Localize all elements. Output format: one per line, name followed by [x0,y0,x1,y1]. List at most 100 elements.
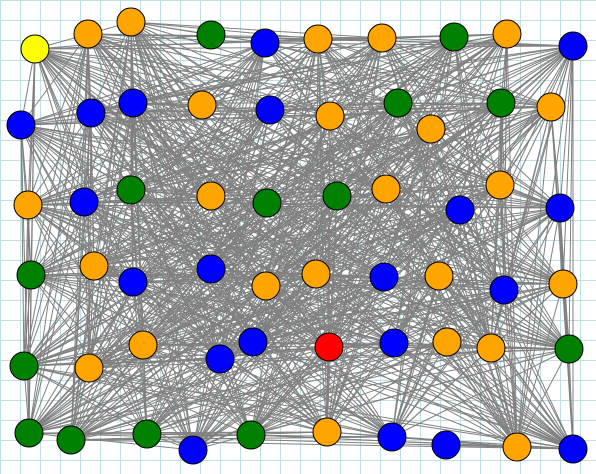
graph-edge [132,281,330,348]
graph-edge [250,348,570,436]
graph-edge [130,189,134,283]
graph-edge [27,204,30,434]
graph-edge [383,106,552,278]
graph-node-green[interactable] [56,425,86,455]
graph-edge [146,188,387,435]
graph-node-green[interactable] [16,260,46,290]
graph-node-orange[interactable] [251,271,281,301]
graph-node-green[interactable] [9,351,39,381]
graph-node-blue[interactable] [69,187,99,217]
graph-edge [490,347,518,448]
graph-edge [70,431,328,441]
graph-node-yellow[interactable] [20,34,50,64]
graph-node-blue[interactable] [6,110,36,140]
graph-edge [201,36,455,106]
graph-edge [70,342,395,441]
graph-edge [210,106,552,197]
graph-edge [30,268,212,276]
graph-edge [130,189,338,197]
graph-node-blue[interactable] [445,195,475,225]
graph-node-blue[interactable] [118,88,148,118]
graph-node-orange[interactable] [416,114,446,144]
graph-node-green[interactable] [383,88,413,118]
graph-edge [381,37,505,291]
graph-node-orange[interactable] [79,251,109,281]
graph-node-orange[interactable] [116,7,146,37]
graph-edge [516,106,552,448]
graph-node-orange[interactable] [424,261,454,291]
graph-node-blue[interactable] [558,31,588,61]
graph-node-orange[interactable] [73,19,103,49]
graph-node-green[interactable] [116,175,146,205]
graph-node-red[interactable] [314,332,344,362]
graph-node-green[interactable] [196,20,226,50]
graph-edge [27,112,92,206]
graph-node-blue[interactable] [238,327,268,357]
graph-node-green[interactable] [236,420,266,450]
graph-node-orange[interactable] [548,269,578,299]
graph-node-green[interactable] [439,22,469,52]
graph-edge [252,341,574,450]
graph-node-blue[interactable] [379,328,409,358]
graph-node-orange[interactable] [536,92,566,122]
graph-node-orange[interactable] [476,333,506,363]
node-layer [6,7,588,465]
graph-node-orange[interactable] [187,90,217,120]
graph-node-blue[interactable] [178,435,208,465]
graph-edge [90,45,574,114]
graph-edge [383,276,564,285]
graph-edge [391,436,574,450]
graph-node-orange[interactable] [13,190,43,220]
graph-node-blue[interactable] [377,422,407,452]
graph-node-orange[interactable] [432,327,462,357]
graph-node-green[interactable] [252,188,282,218]
graph-edge [27,33,89,206]
graph-edge [266,202,505,291]
graph-node-blue[interactable] [196,254,226,284]
graph-node-orange[interactable] [502,432,532,462]
graph-edge [559,45,574,209]
graph-node-green[interactable] [132,419,162,449]
graph-edge [132,281,267,287]
graph-node-orange[interactable] [371,174,401,204]
graph-node-green[interactable] [14,418,44,448]
graph-edge [88,265,95,369]
graph-edge [70,275,440,441]
graph-node-blue[interactable] [205,344,235,374]
graph-node-green[interactable] [554,334,584,364]
graph-node-blue[interactable] [76,98,106,128]
graph-node-blue[interactable] [255,95,285,125]
graph-node-blue[interactable] [118,267,148,297]
graph-edge [391,275,440,438]
graph-edge [27,204,194,451]
graph-edge [568,45,574,350]
graph-node-orange[interactable] [492,19,522,49]
graph-node-orange[interactable] [128,330,158,360]
graph-edge [503,289,518,448]
graph-node-green[interactable] [322,181,352,211]
graph-edge [562,45,574,285]
graph-edge [329,115,505,291]
graph-edge [130,21,399,104]
graph-node-blue[interactable] [489,275,519,305]
graph-edge [142,342,395,346]
graph-edge [70,344,144,441]
graph-edge [385,184,501,190]
graph-edge [93,207,561,267]
graph-node-orange[interactable] [74,353,104,383]
graph-node-orange[interactable] [196,181,226,211]
graph-node-orange[interactable] [301,259,331,289]
graph-edge [146,289,505,435]
graph-node-green[interactable] [486,88,516,118]
graph-node-blue[interactable] [545,193,575,223]
graph-node-blue[interactable] [369,262,399,292]
graph-node-orange[interactable] [485,170,515,200]
graph-node-blue[interactable] [558,434,588,464]
graph-node-orange[interactable] [303,24,333,54]
graph-node-blue[interactable] [250,28,280,58]
graph-node-orange[interactable] [312,417,342,447]
graph-node-blue[interactable] [431,430,461,460]
graph-node-orange[interactable] [367,23,397,53]
graph-node-orange[interactable] [315,101,345,131]
graph-edge [88,202,268,369]
